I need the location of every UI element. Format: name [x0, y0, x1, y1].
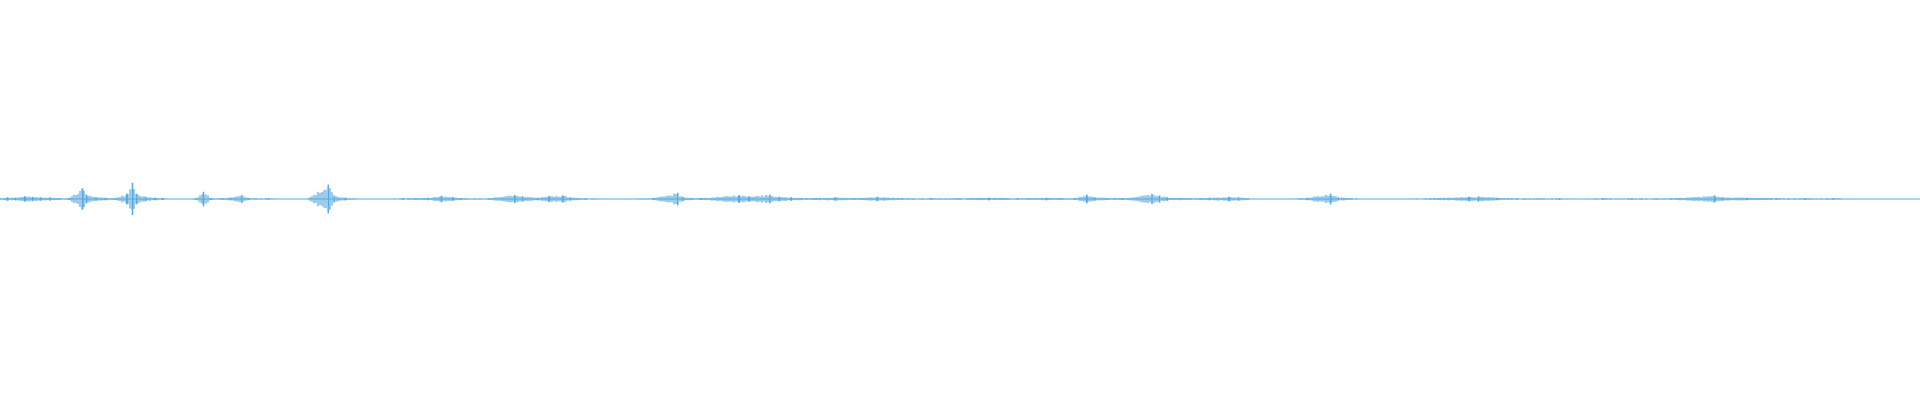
waveform-marks	[0, 182, 1920, 216]
